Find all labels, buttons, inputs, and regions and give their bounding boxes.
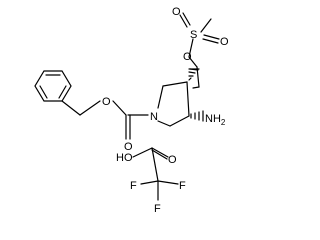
atom-s: S	[190, 29, 197, 41]
tfa-bonds	[132, 147, 179, 201]
ch2-bond	[196, 66, 200, 88]
salt-f-left: F	[130, 180, 137, 192]
salt-f-bottom: F	[154, 203, 161, 215]
atom-o-top: O	[172, 6, 181, 18]
ch2-bond-2	[192, 86, 200, 89]
atom-o-carbamate-ether: O	[102, 96, 111, 108]
atom-o-ester: O	[183, 51, 192, 63]
benzene-ring	[34, 70, 72, 102]
wedge-nh2	[190, 110, 204, 122]
salt-ho: HO	[116, 152, 133, 164]
atom-o-carbamate-carbonyl: O	[124, 141, 133, 153]
benzyl-linker	[61, 100, 127, 116]
salt-o-carbonyl: O	[168, 154, 177, 166]
atom-amine: NH2	[205, 113, 226, 127]
atom-o-right: O	[220, 36, 229, 48]
salt-f-right: F	[179, 180, 186, 192]
atom-n-ring: N	[150, 111, 158, 123]
pyrrolidine-ring	[157, 81, 190, 127]
mesylate-group	[179, 12, 220, 68]
structure-diagram: S O O O N NH2 O O HO O F F F	[34, 6, 229, 215]
carbamate-group	[125, 114, 149, 140]
